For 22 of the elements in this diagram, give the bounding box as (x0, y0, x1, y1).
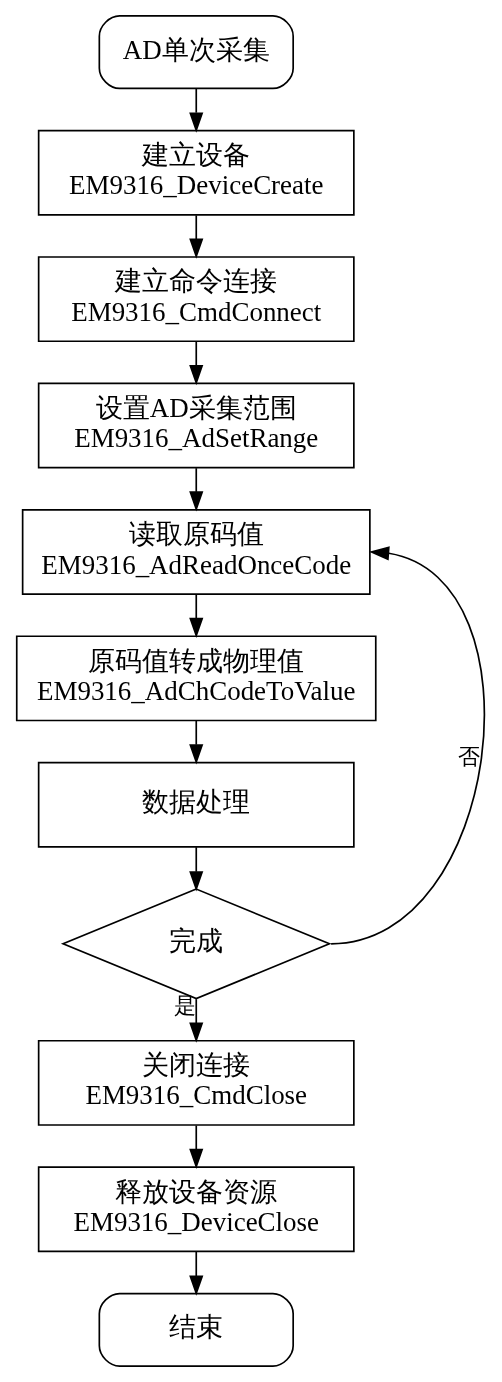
node-box: 关闭连接 EM9316_CmdClose (37, 1039, 355, 1126)
arrow (189, 998, 204, 1043)
arrow (189, 846, 204, 892)
arrow (189, 1251, 204, 1296)
arrow (189, 593, 204, 638)
node-box: 建立命令连接 EM9316_CmdConnect (37, 256, 355, 343)
arrow (330, 546, 486, 945)
node-box: 结束 (98, 1292, 294, 1367)
node-box: 建立设备 EM9316_DeviceCreate (37, 129, 355, 216)
arrow (189, 467, 204, 512)
node-box: 释放设备资源 EM9316_DeviceClose (37, 1166, 355, 1253)
arrow (189, 88, 204, 133)
arrow (189, 720, 204, 765)
node-box: 数据处理 (37, 761, 355, 848)
arrow (189, 340, 204, 386)
arrow (189, 1124, 204, 1169)
edge-label: 否 (457, 744, 480, 770)
node-box: 设置AD采集范围 EM9316_AdSetRange (37, 382, 355, 469)
node-box: AD单次采集 (98, 15, 294, 90)
node-box: 原码值转成物理值 EM9316_AdChCodeToValue (15, 635, 377, 722)
arrow (189, 214, 204, 259)
node-box: 读取原码值 EM9316_AdReadOnceCode (21, 508, 371, 595)
